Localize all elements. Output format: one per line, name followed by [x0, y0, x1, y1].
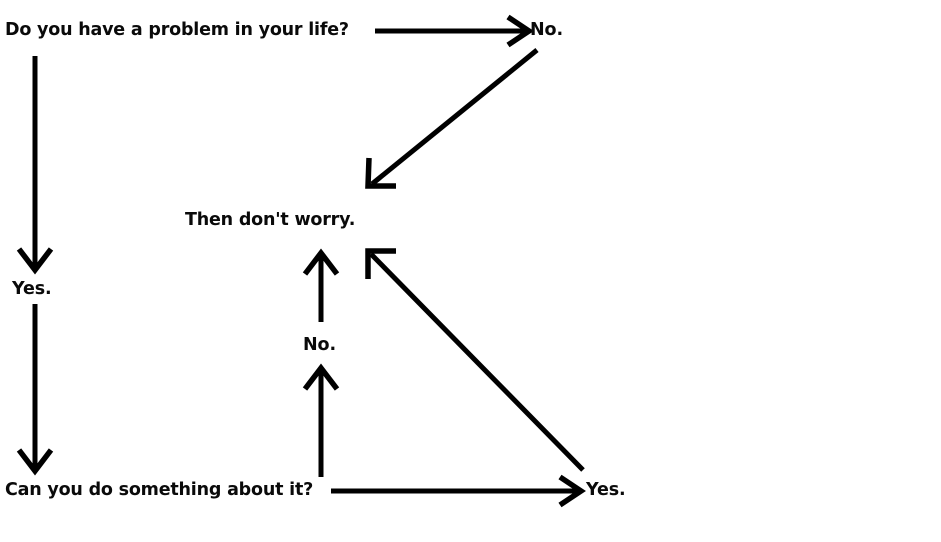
node-answer-yes-bottom: Yes.: [586, 480, 626, 500]
node-answer-yes-left: Yes.: [12, 279, 52, 299]
node-answer-no-middle: No.: [303, 335, 337, 355]
arrow-yes-to-question2: [16, 304, 54, 476]
arrow-question1-to-yes: [16, 56, 54, 275]
arrow-no-to-result: [365, 48, 539, 189]
arrow-no2-to-result: [302, 248, 340, 322]
node-outcome-dont-worry: Then don't worry.: [185, 210, 356, 230]
arrow-question2-to-no2: [302, 363, 340, 477]
arrow-question2-to-yes2: [331, 474, 586, 508]
node-question-do-something: Can you do something about it?: [5, 480, 314, 500]
node-question-problem: Do you have a problem in your life?: [5, 20, 349, 40]
arrow-yes2-to-result: [365, 248, 585, 472]
node-answer-no-top: No.: [530, 20, 564, 40]
arrow-question1-to-no: [375, 14, 534, 48]
